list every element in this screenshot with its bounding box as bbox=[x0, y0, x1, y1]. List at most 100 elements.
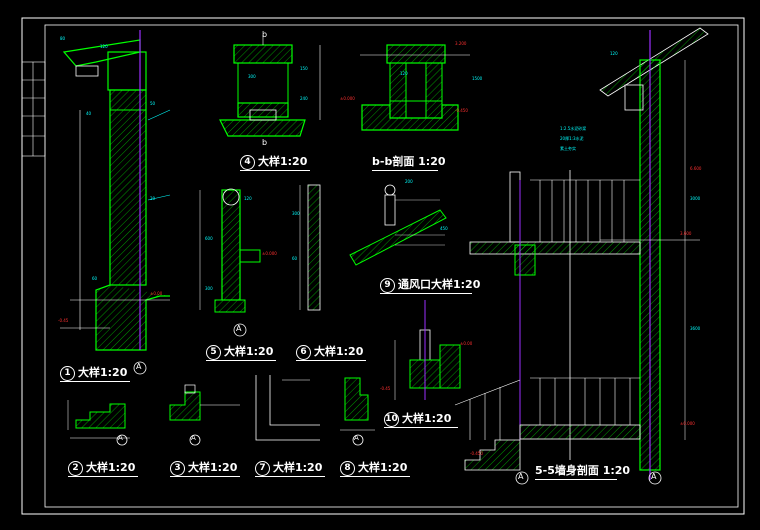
svg-text:120: 120 bbox=[610, 51, 618, 56]
detail-title-9-underline bbox=[380, 293, 472, 294]
svg-text:300: 300 bbox=[292, 211, 300, 216]
detail-9-drawing: 200 450 bbox=[349, 179, 448, 266]
wall-section-title-underline bbox=[535, 479, 617, 480]
detail-title-5-underline bbox=[206, 360, 276, 361]
detail-number-6: 6 bbox=[296, 344, 311, 360]
svg-text:±0.000: ±0.000 bbox=[340, 96, 355, 101]
svg-text:20厚1:3水泥: 20厚1:3水泥 bbox=[560, 135, 584, 141]
upper-balustrade bbox=[530, 179, 640, 242]
detail-title-4-underline bbox=[240, 170, 310, 171]
axis-marker-wall-left: A bbox=[518, 472, 524, 481]
detail-title-6-text: 大样1:20 bbox=[314, 345, 364, 358]
axis-marker-1: A bbox=[136, 362, 142, 371]
detail-7-drawing bbox=[255, 375, 320, 441]
svg-text:3600: 3600 bbox=[690, 326, 701, 331]
svg-text:±0.00: ±0.00 bbox=[150, 291, 163, 296]
detail-title-3-underline bbox=[170, 476, 240, 477]
sheet-border bbox=[21, 17, 745, 515]
cut-marker-bottom: b bbox=[262, 138, 268, 147]
svg-text:-0.450: -0.450 bbox=[455, 108, 468, 113]
detail-title-5-text: 大样1:20 bbox=[224, 345, 274, 358]
bb-section-drawing: 3.200 ±0.000 -0.450 1500 120 bbox=[340, 41, 483, 131]
svg-text:200: 200 bbox=[405, 179, 413, 184]
svg-text:±0.000: ±0.000 bbox=[262, 251, 277, 256]
svg-text:1:2.5水泥砂浆: 1:2.5水泥砂浆 bbox=[560, 125, 586, 131]
inner-border bbox=[44, 24, 739, 508]
svg-text:120: 120 bbox=[244, 196, 252, 201]
svg-text:120: 120 bbox=[100, 44, 108, 49]
detail-title-2-underline bbox=[68, 476, 138, 477]
detail-1-drawing: 80 120 50 40 60 20 ±0.00 -0.45 bbox=[58, 30, 171, 375]
lower-balustrade bbox=[454, 377, 640, 440]
wall-section-title: 5-5墙身剖面 1:20 bbox=[535, 464, 631, 477]
detail-title-4-text: 大样1:20 bbox=[258, 155, 308, 168]
svg-text:50: 50 bbox=[150, 101, 156, 106]
detail-title-10-underline bbox=[384, 427, 458, 428]
detail-4-drawing: 150 240 300 bbox=[219, 35, 321, 137]
cut-marker-top: b bbox=[262, 30, 268, 39]
svg-text:±0.000: ±0.000 bbox=[680, 421, 695, 426]
svg-text:600: 600 bbox=[205, 236, 213, 241]
svg-text:3000: 3000 bbox=[690, 196, 701, 201]
detail-title-8-underline bbox=[340, 476, 410, 477]
detail-10-drawing: ±0.00 -0.45 bbox=[380, 300, 473, 400]
svg-text:120: 120 bbox=[400, 71, 408, 76]
svg-text:450: 450 bbox=[440, 226, 448, 231]
svg-text:150: 150 bbox=[300, 66, 308, 71]
detail-number-10: 10 bbox=[384, 411, 399, 427]
detail-title-7-text: 大样1:20 bbox=[273, 461, 323, 474]
detail-2-drawing bbox=[67, 400, 130, 446]
detail-title-3-text: 大样1:20 bbox=[188, 461, 238, 474]
bb-section-title-underline bbox=[372, 170, 438, 171]
detail-number-1: 1 bbox=[60, 365, 75, 381]
detail-number-2: 2 bbox=[68, 460, 83, 476]
detail-3-drawing bbox=[169, 384, 240, 446]
svg-text:-0.450: -0.450 bbox=[470, 451, 483, 456]
svg-text:80: 80 bbox=[60, 36, 66, 41]
svg-text:60: 60 bbox=[92, 276, 98, 281]
detail-number-7: 7 bbox=[255, 460, 270, 476]
svg-text:-0.45: -0.45 bbox=[58, 318, 69, 323]
svg-text:±0.00: ±0.00 bbox=[460, 341, 473, 346]
axis-marker-5: A bbox=[236, 324, 242, 333]
detail-title-6-underline bbox=[296, 360, 366, 361]
detail-title-1-underline bbox=[60, 381, 130, 382]
axis-marker-8: A bbox=[354, 434, 359, 442]
svg-text:-0.45: -0.45 bbox=[380, 386, 391, 391]
detail-title-7-underline bbox=[255, 476, 325, 477]
svg-text:300: 300 bbox=[205, 286, 213, 291]
detail-title-10-text: 大样1:20 bbox=[402, 412, 452, 425]
svg-text:3.200: 3.200 bbox=[455, 41, 467, 46]
bb-section-title: b-b剖面 1:20 bbox=[372, 155, 446, 168]
detail-title-9-text: 通风口大样1:20 bbox=[398, 278, 481, 291]
detail-number-8: 8 bbox=[340, 460, 355, 476]
detail-title-8-text: 大样1:20 bbox=[358, 461, 408, 474]
axis-marker-wall-right: A bbox=[651, 472, 657, 481]
svg-text:6.600: 6.600 bbox=[690, 166, 702, 171]
detail-5-drawing: 600 300 120 ±0.000 bbox=[199, 188, 277, 337]
detail-number-3: 3 bbox=[170, 460, 185, 476]
detail-8-drawing bbox=[340, 377, 375, 446]
svg-text:240: 240 bbox=[300, 96, 308, 101]
detail-title-1-text: 大样1:20 bbox=[78, 366, 128, 379]
svg-text:20: 20 bbox=[150, 196, 156, 201]
svg-text:300: 300 bbox=[248, 74, 256, 79]
svg-text:1500: 1500 bbox=[472, 76, 483, 81]
detail-number-5: 5 bbox=[206, 344, 221, 360]
axis-marker-3: A bbox=[191, 434, 196, 442]
svg-text:40: 40 bbox=[86, 111, 92, 116]
svg-text:素土夯实: 素土夯实 bbox=[560, 145, 576, 151]
